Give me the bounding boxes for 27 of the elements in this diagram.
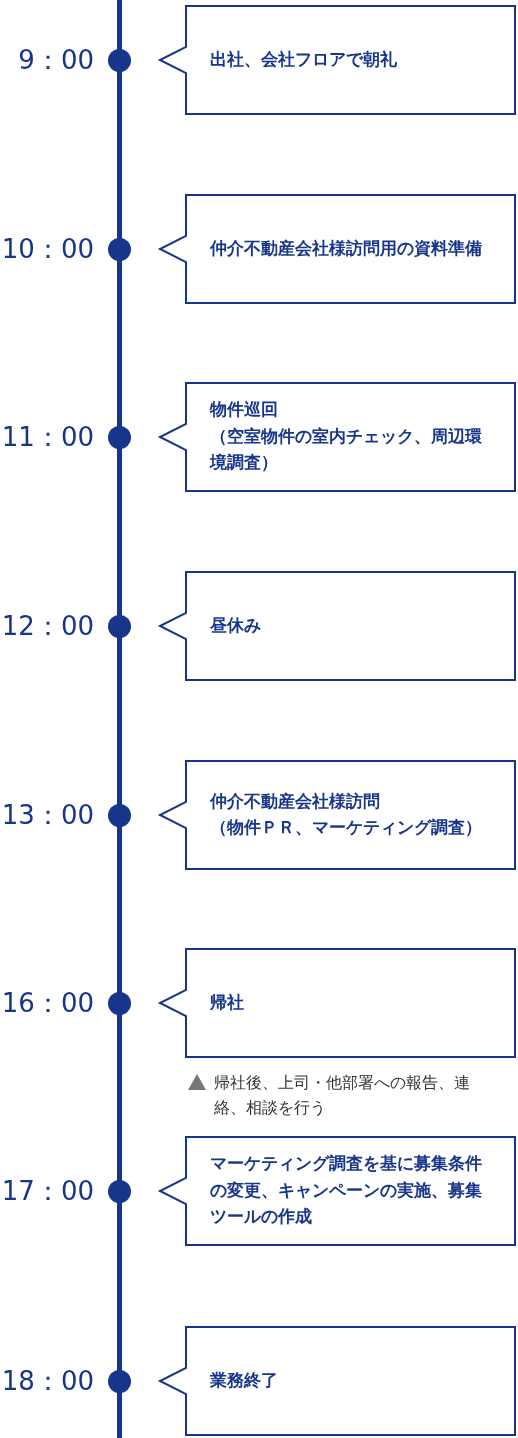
schedule-text: マーケティング調査を基に募集条件の変更、キャンペーンの実施、募集ツールの作成 bbox=[210, 1153, 483, 1229]
time-label: 10：00 bbox=[0, 234, 94, 264]
callout-box bbox=[158, 571, 516, 681]
callout-box bbox=[158, 760, 516, 870]
time-label: 17：00 bbox=[0, 1176, 94, 1206]
time-label: 9：00 bbox=[17, 45, 94, 75]
callout-box bbox=[158, 5, 516, 115]
schedule-text: （空室物件の室内チェック、周辺環境調査） bbox=[210, 425, 483, 475]
schedule-text: （物件ＰＲ、マーケティング調査） bbox=[210, 817, 483, 839]
schedule-text: 帰社 bbox=[210, 991, 245, 1014]
callout-box bbox=[158, 382, 516, 492]
schedule-text: 仲介不動産会社様訪問用の資料準備 bbox=[210, 237, 483, 260]
schedule-text: 物件巡回 bbox=[210, 399, 279, 422]
time-label: 16：00 bbox=[0, 988, 94, 1018]
time-label: 12：00 bbox=[0, 611, 94, 641]
callout-box bbox=[158, 948, 516, 1058]
callout-box bbox=[158, 1326, 516, 1436]
callout-box bbox=[158, 1136, 516, 1246]
note-text: 帰社後、上司・他部署への報告、連絡、相談を行う bbox=[214, 1072, 471, 1119]
callout-box bbox=[158, 194, 516, 304]
schedule-text: 業務終了 bbox=[210, 1369, 279, 1392]
schedule-text: 出社、会社フロアで朝礼 bbox=[210, 48, 398, 71]
time-label: 11：00 bbox=[0, 422, 94, 452]
time-label: 18：00 bbox=[0, 1366, 94, 1396]
schedule-text: 昼休み bbox=[210, 614, 262, 637]
time-label: 13：00 bbox=[0, 800, 94, 830]
schedule-text: 仲介不動産会社様訪問 bbox=[210, 790, 381, 813]
